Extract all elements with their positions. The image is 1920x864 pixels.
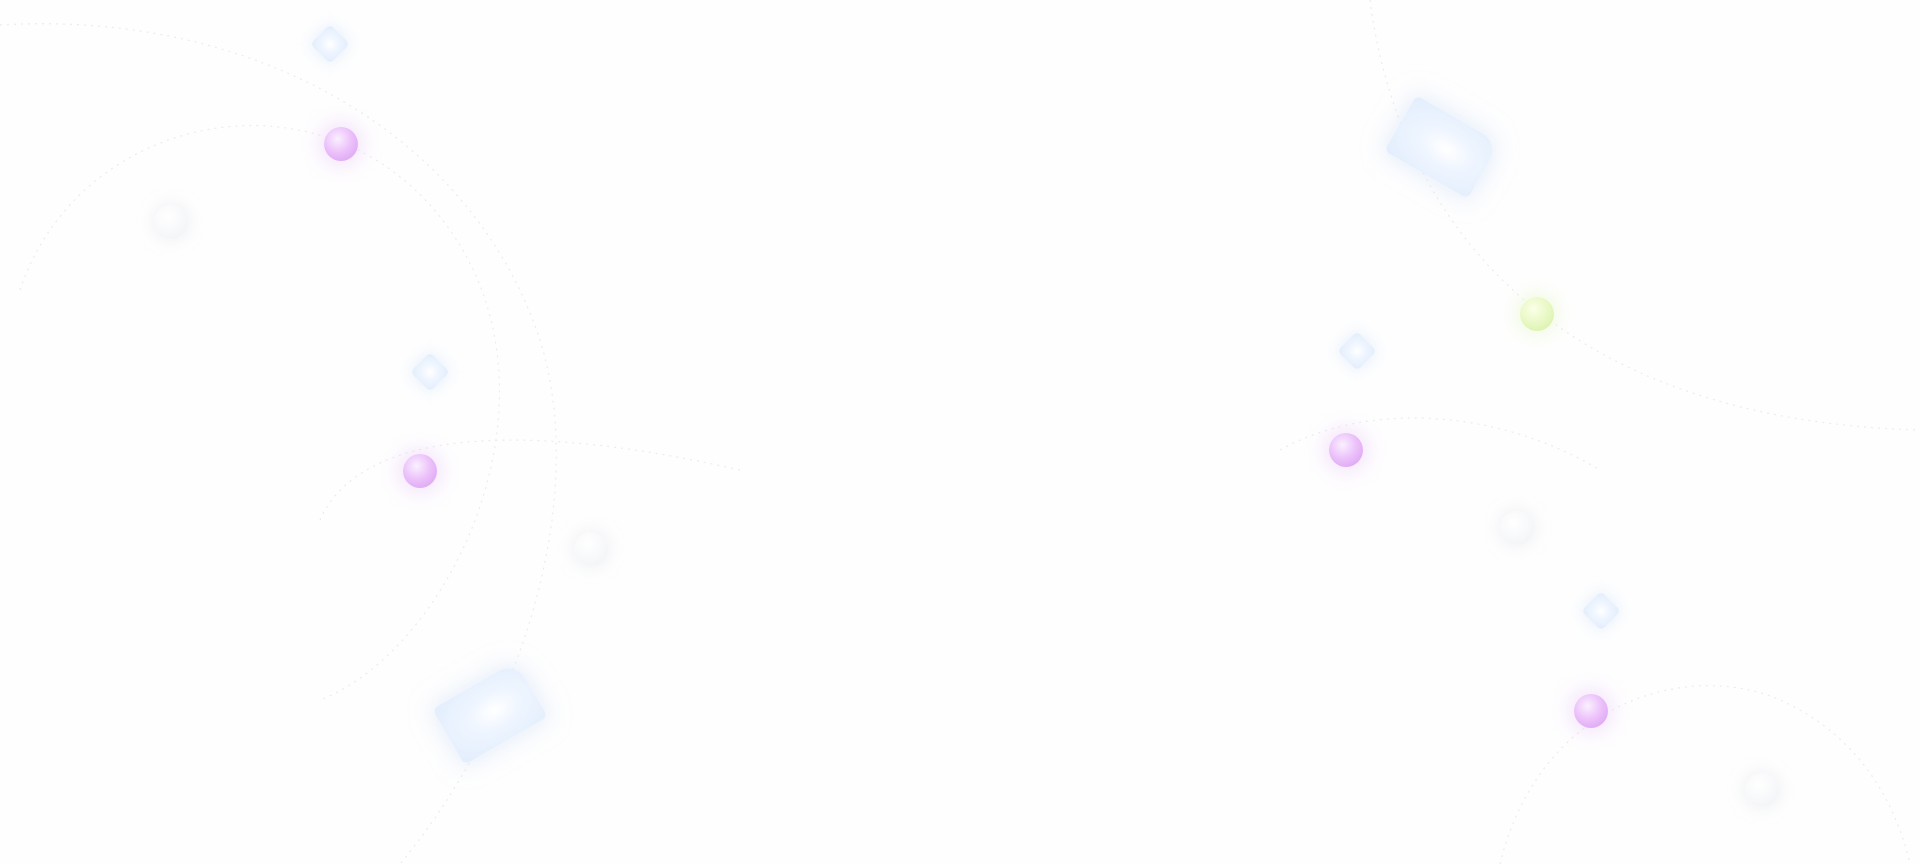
- purple-sphere-icon: [324, 127, 358, 161]
- orbit-arc: [0, 23, 557, 864]
- purple-sphere-icon: [403, 454, 437, 488]
- orbit-arc: [319, 439, 741, 521]
- ghost-sphere-icon: [1745, 773, 1779, 807]
- orbit-arc: [1279, 417, 1601, 471]
- orbit-arc: [1369, 0, 1920, 431]
- lime-sphere-icon: [1520, 297, 1554, 331]
- purple-sphere-icon: [1329, 433, 1363, 467]
- ghost-sphere-icon: [574, 532, 608, 566]
- purple-sphere-icon: [1574, 694, 1608, 728]
- ghost-sphere-icon: [1500, 511, 1534, 545]
- orbit-arc: [19, 124, 501, 701]
- orbit-arc: [1499, 685, 1911, 864]
- ghost-sphere-icon: [154, 205, 188, 239]
